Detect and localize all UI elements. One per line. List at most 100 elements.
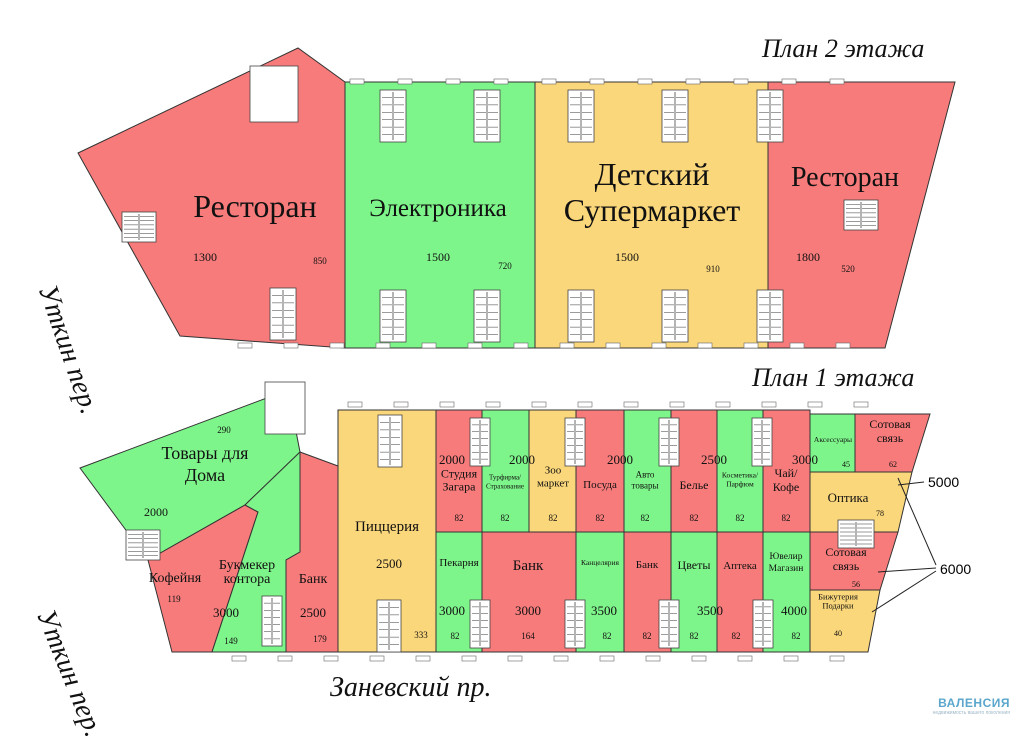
window-bay xyxy=(553,655,569,662)
u1-bank-mid-area: 164 xyxy=(521,631,535,641)
u1-bank-west-area: 179 xyxy=(313,634,327,644)
u1-stationery-rent: 3500 xyxy=(591,603,617,618)
stairwell xyxy=(756,89,784,143)
u2-restaurant-right-name: Ресторан xyxy=(791,162,899,193)
window-bay xyxy=(493,78,509,85)
u1-tea-coffee-rent: 3000 xyxy=(792,452,818,467)
stairwell xyxy=(567,289,595,343)
window-bay xyxy=(393,401,409,408)
stairwell xyxy=(661,89,689,143)
u1-tableware-name: Посуда xyxy=(583,479,617,491)
stairwell xyxy=(469,599,491,649)
stairwell xyxy=(751,417,773,467)
u2-restaurant-left-name: Ресторан xyxy=(193,188,316,224)
u1-stationery-area: 82 xyxy=(603,631,612,641)
u1-tea-coffee-area: 82 xyxy=(782,513,791,523)
u1-flowers-rent: 3500 xyxy=(697,603,723,618)
u1-auto-goods-area: 82 xyxy=(641,513,650,523)
window-bay xyxy=(445,78,461,85)
stairwell xyxy=(661,289,689,343)
window-bay xyxy=(645,655,661,662)
window-bay xyxy=(599,655,615,662)
window-bay xyxy=(349,78,365,85)
window-bay xyxy=(323,655,339,662)
u2-kids-supermarket-rent: 1500 xyxy=(615,250,639,264)
window-bay xyxy=(237,342,253,349)
u2-restaurant-left-rent: 1300 xyxy=(193,250,217,264)
window-bay xyxy=(531,401,547,408)
u1-bank-small-area: 82 xyxy=(643,631,652,641)
window-bay xyxy=(807,401,823,408)
window-bay xyxy=(421,342,437,349)
stairwell xyxy=(473,289,501,343)
stairwell xyxy=(564,599,586,649)
u1-lingerie-name: Белье xyxy=(679,478,708,492)
u1-pharmacy-name: Аптека xyxy=(723,560,757,572)
service-room xyxy=(249,65,299,123)
window-bay xyxy=(637,78,653,85)
area-total-6000: 6000 xyxy=(940,561,972,577)
window-bay xyxy=(485,401,501,408)
u1-bakery-name: Пекарня xyxy=(439,557,478,569)
u1-accessories-name: Аксессуары xyxy=(814,435,852,444)
stairwell xyxy=(756,289,784,343)
u1-cosmetics-area: 82 xyxy=(736,513,745,523)
window-bay xyxy=(513,342,529,349)
stairwell xyxy=(658,599,680,649)
u1-jeweller-rent: 4000 xyxy=(781,603,807,618)
u1-tanning-studio-rent: 2000 xyxy=(439,452,465,467)
window-bay xyxy=(829,655,845,662)
u1-coffee-house-area: 119 xyxy=(167,594,181,604)
floor1-plan-heading: План 1 этажа xyxy=(752,363,915,392)
u1-mobile-bottom-area: 56 xyxy=(852,580,860,589)
u1-tanning-studio-area: 82 xyxy=(455,513,464,523)
window-bay xyxy=(715,401,731,408)
u1-bank-mid-name: Банк xyxy=(513,558,544,574)
legend-leader-lines xyxy=(871,477,937,613)
window-bay xyxy=(669,401,685,408)
u1-pizzeria-rent: 2500 xyxy=(376,556,402,571)
window-bay xyxy=(467,342,483,349)
u1-bijouterie-gifts-area: 40 xyxy=(834,629,842,638)
window-bay xyxy=(347,401,363,408)
stairwell xyxy=(376,599,402,653)
brand-tagline: недвижимость вашего поколения xyxy=(932,710,1010,716)
u1-bakery-area: 82 xyxy=(451,631,460,641)
window-bay xyxy=(737,655,753,662)
window-bay xyxy=(835,342,851,349)
stairwell xyxy=(837,519,875,549)
u1-mobile-top-area: 62 xyxy=(889,460,897,469)
u1-lingerie-rent: 2500 xyxy=(701,452,727,467)
window-bay xyxy=(559,342,575,349)
stairwell xyxy=(658,417,680,467)
u1-bakery-rent: 3000 xyxy=(439,603,465,618)
stairwell xyxy=(121,211,157,243)
window-bay xyxy=(397,78,413,85)
stairwell xyxy=(564,417,586,467)
window-bay xyxy=(733,78,749,85)
service-room xyxy=(264,381,306,435)
u1-bijouterie-gifts xyxy=(809,589,881,653)
stairwell xyxy=(379,289,407,343)
window-bay xyxy=(439,401,455,408)
window-bay xyxy=(375,342,391,349)
window-bay xyxy=(415,655,431,662)
window-bay xyxy=(461,655,477,662)
stairwell xyxy=(261,595,283,647)
window-bay xyxy=(761,401,777,408)
window-bay xyxy=(541,78,557,85)
stairwell xyxy=(473,89,501,143)
window-bay xyxy=(789,342,805,349)
window-bay xyxy=(329,342,345,349)
u1-optics-area: 78 xyxy=(876,509,884,518)
window-bay xyxy=(277,655,293,662)
u1-bank-small-name: Банк xyxy=(636,559,659,571)
brand-name: ВАЛЕНСИЯ xyxy=(938,696,1010,710)
stairwell xyxy=(469,417,491,467)
window-bay xyxy=(623,401,639,408)
valencia-logo: ВАЛЕНСИЯ недвижимость вашего поколения xyxy=(933,696,1010,716)
